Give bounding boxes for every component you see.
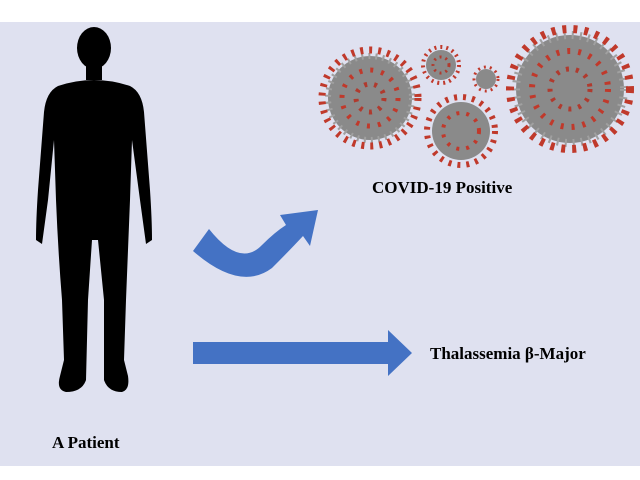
thalassemia-label: Thalassemia β-Major: [430, 344, 586, 363]
curved-arrow-icon: [193, 210, 318, 277]
patient-label: A Patient: [52, 433, 120, 452]
coronavirus-icon: [424, 94, 498, 168]
covid-positive-label: COVID-19 Positive: [372, 178, 513, 197]
coronavirus-icon: [472, 65, 500, 93]
coronavirus-icon: [421, 45, 461, 85]
human-silhouette-icon: [36, 27, 152, 392]
straight-arrow-icon: [193, 330, 412, 376]
coronavirus-icon: [506, 25, 634, 153]
coronavirus-icon: [318, 46, 422, 150]
